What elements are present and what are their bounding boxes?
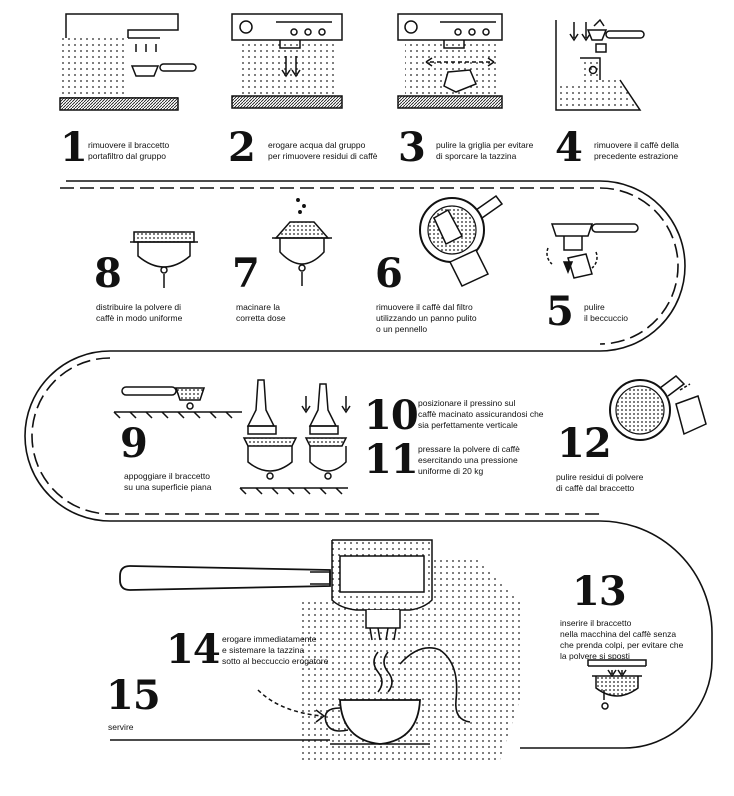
step-caption-12: pulire residui di polvere di caffè dal b… — [556, 472, 644, 493]
step-caption-4: rimuovere il caffè della precedente estr… — [594, 140, 679, 161]
step-number-15: 15 — [106, 672, 161, 719]
step-number-4: 4 — [555, 124, 583, 171]
step4-illustration — [555, 18, 645, 111]
step-caption-15: servire — [108, 722, 134, 732]
step-caption-5: pulire il beccuccio — [584, 302, 628, 323]
step-number-5: 5 — [546, 288, 574, 335]
step-caption-7: macinare la corretta dose — [236, 302, 286, 323]
step-number-6: 6 — [375, 250, 403, 297]
step-caption-14: erogare immediatamente e sistemare la ta… — [222, 634, 329, 666]
step-caption-10: posizionare il pressino sul caffè macina… — [418, 398, 544, 430]
step5-illustration — [546, 223, 639, 279]
step-caption-1: rimuovere il braccetto portafiltro dal g… — [88, 140, 170, 161]
step-number-14: 14 — [166, 626, 221, 673]
step-number-3: 3 — [398, 124, 426, 171]
step-caption-11: pressare la polvere di caffè esercitando… — [418, 444, 520, 476]
step2-illustration — [231, 13, 343, 109]
step-caption-6: rimuovere il caffè dal filtro utilizzand… — [376, 302, 477, 334]
step-caption-13: inserire il braccetto nella macchina del… — [560, 618, 684, 661]
step6-illustration — [419, 194, 504, 287]
step-caption-3: pulire la griglia per evitare di sporcar… — [436, 140, 534, 161]
step13-illustration — [587, 659, 647, 710]
step-number-13: 13 — [572, 568, 627, 615]
step3-illustration — [397, 13, 503, 109]
step-number-9: 9 — [120, 420, 148, 467]
step7-illustration — [272, 198, 332, 286]
step12-illustration — [609, 375, 707, 441]
step-number-7: 7 — [232, 250, 260, 297]
step-number-2: 2 — [228, 124, 256, 171]
step1-illustration — [59, 13, 197, 111]
step-number-11: 11 — [364, 436, 419, 483]
step8-illustration — [130, 231, 198, 288]
step-number-1: 1 — [60, 124, 88, 171]
step-caption-9: appoggiare il braccetto su una superfici… — [124, 471, 212, 492]
step-number-10: 10 — [364, 392, 419, 439]
step14-15-illustration — [119, 539, 520, 760]
step-number-8: 8 — [94, 250, 122, 297]
step9-illustration — [113, 386, 242, 419]
step-number-12: 12 — [557, 420, 612, 467]
step10-11-illustration — [239, 379, 351, 495]
flow-path — [24, 180, 713, 749]
step-caption-8: distribuire la polvere di caffè in modo … — [96, 302, 183, 323]
step-caption-2: erogare acqua dal gruppo per rimuovere r… — [268, 140, 378, 161]
